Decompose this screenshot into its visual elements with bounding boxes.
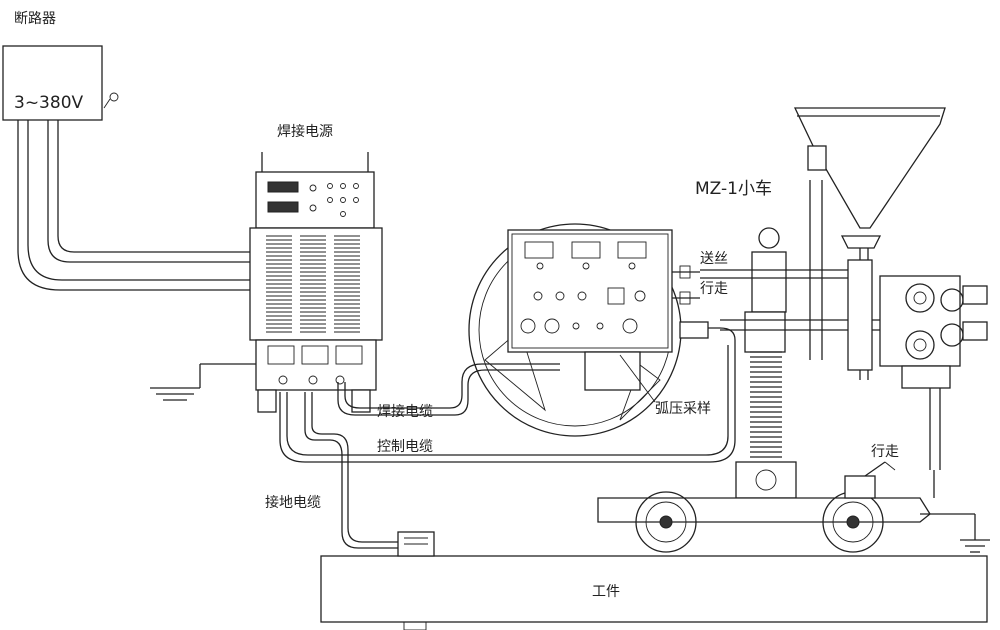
label-workpiece: 工件 [592,584,620,600]
label-power-source: 焊接电源 [277,124,333,140]
callout-lines [619,354,896,471]
welding-power-source [199,152,383,413]
carriage [597,461,950,553]
label-travel-1: 行走 [700,281,728,297]
label-voltage: 3~380V [14,93,84,113]
ground-symbol-left [150,387,200,401]
welding-cable [337,363,560,416]
breaker-box [2,45,119,121]
label-ground-cable: 接地电缆 [265,495,321,511]
ground-symbol-right [950,513,990,553]
bellows [750,351,782,458]
tractor-column [700,227,880,499]
label-tractor: MZ-1小车 [695,179,772,199]
label-wire-feed: 送丝 [700,251,728,267]
vent-grilles [266,235,360,333]
mains-cable [17,120,250,291]
label-welding-cable: 焊接电缆 [377,404,433,420]
control-box [507,229,709,391]
workpiece [320,531,988,630]
ground-cable [304,392,400,549]
label-travel-2: 行走 [871,444,899,460]
label-control-cable: 控制电缆 [377,439,433,455]
label-breaker: 断路器 [14,11,56,27]
flux-hopper [793,107,946,380]
wire-feed-head [879,275,988,498]
label-arc-sampling: 弧压采样 [655,401,711,417]
